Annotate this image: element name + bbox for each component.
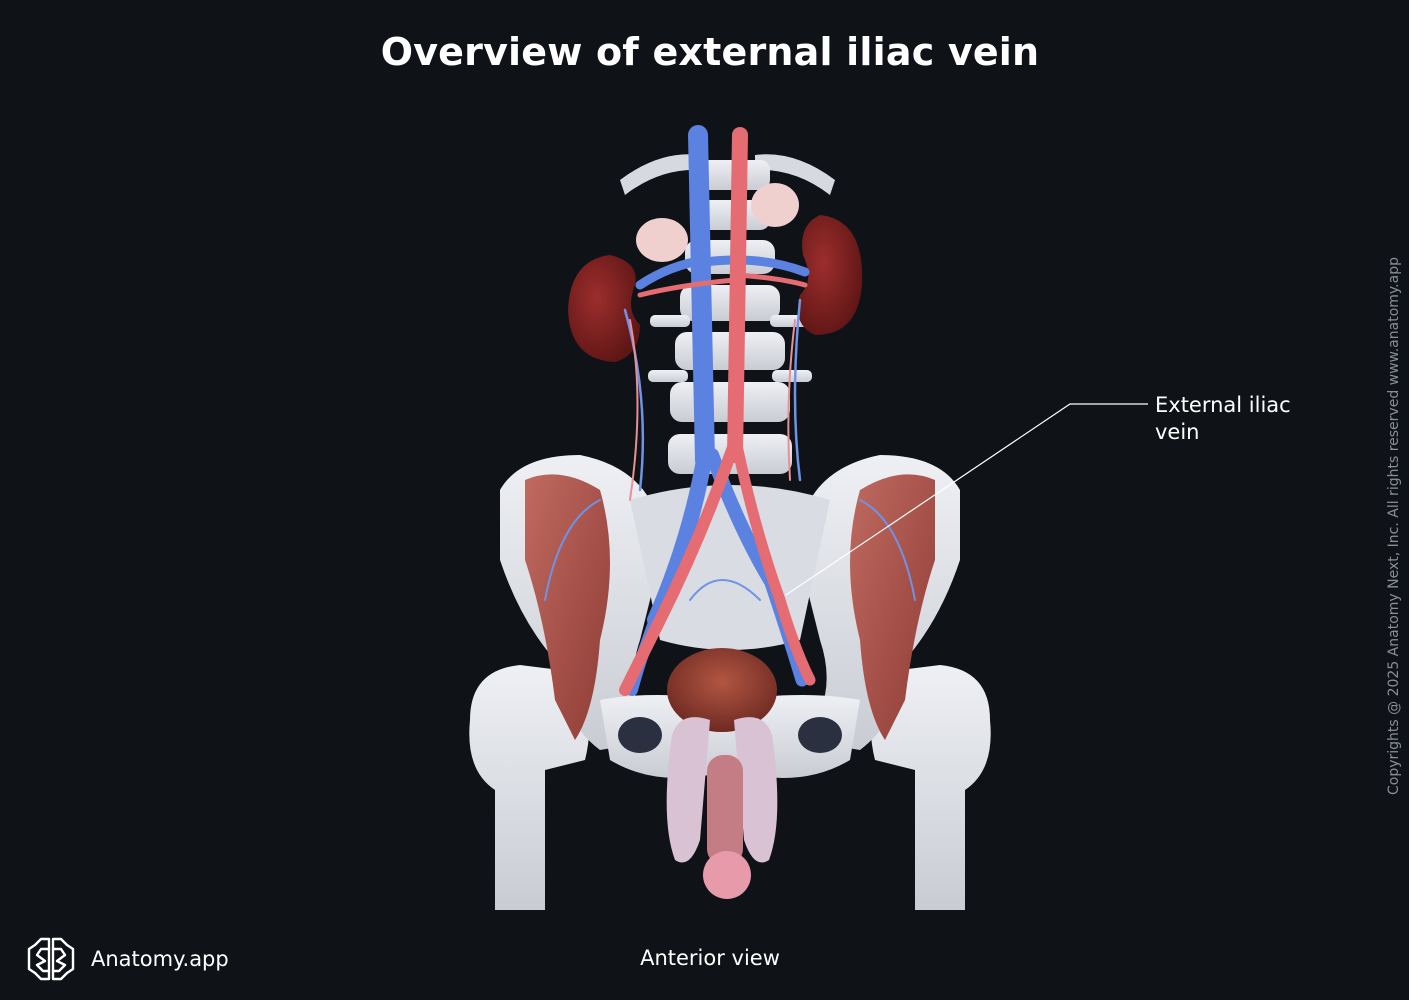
- common-iliac-artery-right: [619, 444, 738, 696]
- renal-vein-left: [700, 255, 810, 277]
- femur-right: [469, 665, 590, 910]
- inferior-vena-cava: [688, 125, 715, 470]
- kidney-right: [568, 255, 640, 362]
- adrenal-glands: [636, 183, 799, 262]
- label-external-iliac-vein-line2: vein: [1155, 420, 1200, 444]
- renal-vein-right: [635, 255, 710, 290]
- renal-artery-left: [734, 272, 808, 288]
- leader-line: [785, 403, 1148, 596]
- iliacus-muscle-right: [525, 474, 610, 740]
- brain-icon: [27, 937, 75, 981]
- femur-left: [870, 665, 991, 910]
- iliacus-muscle-left: [850, 474, 935, 740]
- kidney-left: [797, 215, 863, 335]
- ribs: [620, 154, 835, 195]
- label-external-iliac-vein-line1: External iliac: [1155, 393, 1291, 417]
- brand-name: Anatomy.app: [91, 947, 229, 971]
- copyright-notice: Copyrights @ 2025 Anatomy Next, Inc. All…: [1386, 257, 1402, 795]
- abdominal-aorta: [727, 127, 748, 463]
- view-caption: Anterior view: [640, 946, 780, 970]
- diagram-title: Overview of external iliac vein: [380, 30, 1040, 74]
- external-genitalia: [666, 717, 778, 899]
- urinary-bladder: [667, 648, 777, 732]
- arterial-system: [619, 127, 816, 696]
- brand-logo[interactable]: Anatomy.app: [25, 935, 229, 983]
- renal-artery-right: [637, 277, 738, 298]
- label-external-iliac-vein: External iliac vein: [1155, 392, 1355, 446]
- common-iliac-artery-left: [732, 444, 816, 686]
